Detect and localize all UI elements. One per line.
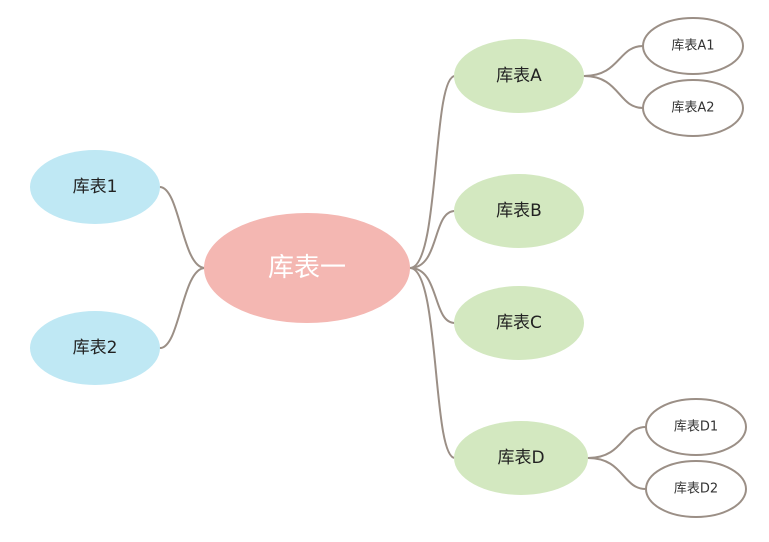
edge-root-right-d — [409, 267, 456, 459]
node-leaf-d1[interactable]: 库表D1 — [645, 398, 747, 456]
node-right-a[interactable]: 库表A — [454, 39, 584, 113]
node-right-a-label: 库表A — [496, 66, 542, 86]
node-right-b-label: 库表B — [496, 201, 542, 221]
node-leaf-d2-label: 库表D2 — [674, 481, 718, 497]
node-right-c-label: 库表C — [496, 313, 542, 333]
node-right-c-shape — [454, 286, 584, 360]
node-left-1-shape — [30, 150, 160, 224]
edge-root-right-a — [409, 75, 456, 269]
node-leaf-a1[interactable]: 库表A1 — [642, 17, 744, 75]
node-root-label: 库表一 — [268, 253, 346, 283]
node-left-1[interactable]: 库表1 — [30, 150, 160, 224]
node-right-d[interactable]: 库表D — [454, 421, 588, 495]
edge-d-d2 — [587, 457, 647, 490]
node-left-2-shape — [30, 311, 160, 385]
node-leaf-d2[interactable]: 库表D2 — [645, 460, 747, 518]
edge-root-left-2 — [159, 267, 206, 349]
edge-d-d1 — [587, 426, 647, 459]
node-root-shape — [204, 213, 410, 323]
node-left-1-label: 库表1 — [73, 177, 118, 197]
edge-root-right-b — [409, 210, 456, 269]
node-leaf-d2-shape — [645, 460, 747, 518]
node-right-b[interactable]: 库表B — [454, 174, 584, 248]
node-left-2-label: 库表2 — [73, 338, 118, 358]
node-leaf-a2[interactable]: 库表A2 — [642, 79, 744, 137]
node-right-d-shape — [454, 421, 588, 495]
edges — [159, 45, 647, 490]
node-right-c[interactable]: 库表C — [454, 286, 584, 360]
node-left-2[interactable]: 库表2 — [30, 311, 160, 385]
node-leaf-a1-shape — [642, 17, 744, 75]
edge-root-right-c — [409, 267, 456, 324]
node-right-b-shape — [454, 174, 584, 248]
node-root[interactable]: 库表一 — [204, 213, 410, 323]
edge-a-a2 — [583, 75, 644, 109]
edge-a-a1 — [583, 45, 644, 77]
node-leaf-a2-label: 库表A2 — [671, 100, 714, 116]
node-right-a-shape — [454, 39, 584, 113]
node-leaf-a2-shape — [642, 79, 744, 137]
node-leaf-a1-label: 库表A1 — [671, 38, 714, 54]
node-leaf-d1-shape — [645, 398, 747, 456]
node-right-d-label: 库表D — [497, 448, 544, 468]
node-leaf-d1-label: 库表D1 — [674, 419, 718, 435]
edge-root-left-1 — [159, 186, 206, 269]
